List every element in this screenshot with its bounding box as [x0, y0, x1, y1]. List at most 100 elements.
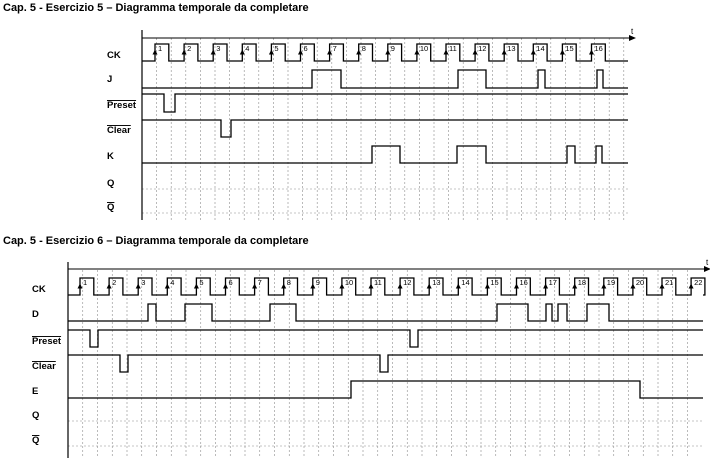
exercise6-grid: [68, 270, 703, 458]
waveform-preset: [142, 93, 628, 113]
signal-label-ck: CK: [32, 284, 46, 295]
signal-label-q: Q: [32, 410, 39, 421]
signal-label-j: J: [107, 74, 112, 85]
clock-pulse-number: 11: [449, 44, 457, 53]
rising-edge-arrow-icon: [239, 49, 245, 55]
clock-pulse-number: 8: [362, 44, 366, 53]
time-label: t: [631, 27, 634, 36]
time-label: t: [706, 258, 709, 267]
rising-edge-arrow-icon: [543, 283, 549, 289]
clock-pulse-number: 21: [665, 278, 673, 287]
rising-edge-arrow-icon: [530, 49, 536, 55]
clock-pulse-number: 18: [578, 278, 586, 287]
exercise6-title: Cap. 5 - Esercizio 6 – Diagramma tempora…: [3, 235, 309, 247]
clock-pulse-number: 19: [607, 278, 615, 287]
clock-pulse-number: 3: [216, 44, 220, 53]
rising-edge-arrow-icon: [268, 49, 274, 55]
signal-label-q: Q: [107, 178, 114, 189]
clock-pulse-number: 9: [316, 278, 320, 287]
rising-edge-arrow-icon: [514, 283, 519, 289]
rising-edge-arrow-icon: [397, 283, 403, 289]
clock-waveform: [68, 277, 706, 296]
clock-pulse-number: 2: [187, 44, 191, 53]
rising-edge-arrow-icon: [601, 283, 607, 289]
signal-label-clear-bar: Clear: [107, 125, 131, 136]
clock-pulse-number: 6: [304, 44, 308, 53]
rising-edge-arrow-icon: [414, 49, 420, 55]
clock-pulse-number: 5: [274, 44, 278, 53]
rising-edge-arrow-icon: [164, 283, 170, 289]
rising-edge-arrow-icon: [659, 283, 665, 289]
clock-pulse-number: 22: [694, 278, 702, 287]
clock-pulse-number: 2: [112, 278, 116, 287]
waveform-j: [142, 69, 628, 89]
rising-edge-arrow-icon: [443, 49, 449, 55]
exercise5-title: Cap. 5 - Esercizio 5 – Diagramma tempora…: [3, 2, 309, 14]
signal-label-q-bar: Q: [32, 435, 39, 446]
clock-pulse-number: 4: [245, 44, 249, 53]
signal-label-ck: CK: [107, 50, 121, 61]
clock-pulse-number: 4: [170, 278, 174, 287]
rising-edge-arrow-icon: [572, 283, 578, 289]
signal-label-e: E: [32, 386, 38, 397]
clock-pulse-number: 20: [636, 278, 644, 287]
clock-pulse-number: 14: [536, 44, 544, 53]
rising-edge-arrow-icon: [252, 283, 258, 289]
signal-label-preset-bar: Preset: [32, 336, 62, 347]
rising-edge-arrow-icon: [310, 283, 316, 289]
rising-edge-arrow-icon: [135, 283, 141, 289]
clock-pulse-number: 1: [158, 44, 162, 53]
clock-pulse-number: 6: [229, 278, 233, 287]
clock-pulse-number: 10: [345, 278, 353, 287]
waveform-e: [68, 380, 703, 399]
clock-pulse-number: 7: [258, 278, 262, 287]
rising-edge-arrow-icon: [298, 49, 303, 55]
rising-edge-arrow-icon: [559, 49, 565, 55]
clock-pulse-number: 14: [461, 278, 469, 287]
clock-pulse-number: 5: [199, 278, 203, 287]
clock-waveform: [142, 43, 628, 62]
rising-edge-arrow-icon: [484, 283, 490, 289]
clock-pulse-number: 3: [141, 278, 145, 287]
clock-pulse-number: 16: [595, 44, 603, 53]
rising-edge-arrow-icon: [210, 49, 216, 55]
rising-edge-arrow-icon: [385, 49, 391, 55]
clock-pulse-number: 9: [391, 44, 395, 53]
rising-edge-arrow-icon: [106, 283, 112, 289]
clock-pulse-number: 7: [333, 44, 337, 53]
clock-pulse-number: 11: [374, 278, 382, 287]
waveform-d: [68, 303, 703, 322]
signal-label-d: D: [32, 309, 39, 320]
rising-edge-arrow-icon: [589, 49, 594, 55]
rising-edge-arrow-icon: [77, 283, 83, 289]
clock-pulse-number: 12: [478, 44, 486, 53]
clock-pulse-number: 17: [549, 278, 557, 287]
rising-edge-arrow-icon: [455, 283, 461, 289]
clock-pulse-number: 13: [507, 44, 515, 53]
rising-edge-arrow-icon: [356, 49, 362, 55]
rising-edge-arrow-icon: [472, 49, 478, 55]
waveform-preset: [68, 329, 703, 348]
clock-pulse-number: 12: [403, 278, 411, 287]
waveform-k: [142, 145, 628, 164]
signal-label-k: K: [107, 151, 114, 162]
time-arrow-icon: [704, 266, 710, 272]
clock-pulse-number: 16: [520, 278, 528, 287]
rising-edge-arrow-icon: [193, 283, 199, 289]
signal-label-q-bar: Q: [107, 202, 114, 213]
rising-edge-arrow-icon: [426, 283, 432, 289]
clock-pulse-number: 15: [490, 278, 498, 287]
rising-edge-arrow-icon: [368, 283, 374, 289]
clock-pulse-number: 15: [565, 44, 573, 53]
signal-label-preset-bar: Preset: [107, 100, 137, 111]
waveform-clear: [142, 119, 628, 138]
rising-edge-arrow-icon: [223, 283, 228, 289]
clock-pulse-number: 1: [83, 278, 87, 287]
rising-edge-arrow-icon: [688, 283, 694, 289]
rising-edge-arrow-icon: [181, 49, 187, 55]
rising-edge-arrow-icon: [327, 49, 333, 55]
signal-label-clear-bar: Clear: [32, 361, 56, 372]
